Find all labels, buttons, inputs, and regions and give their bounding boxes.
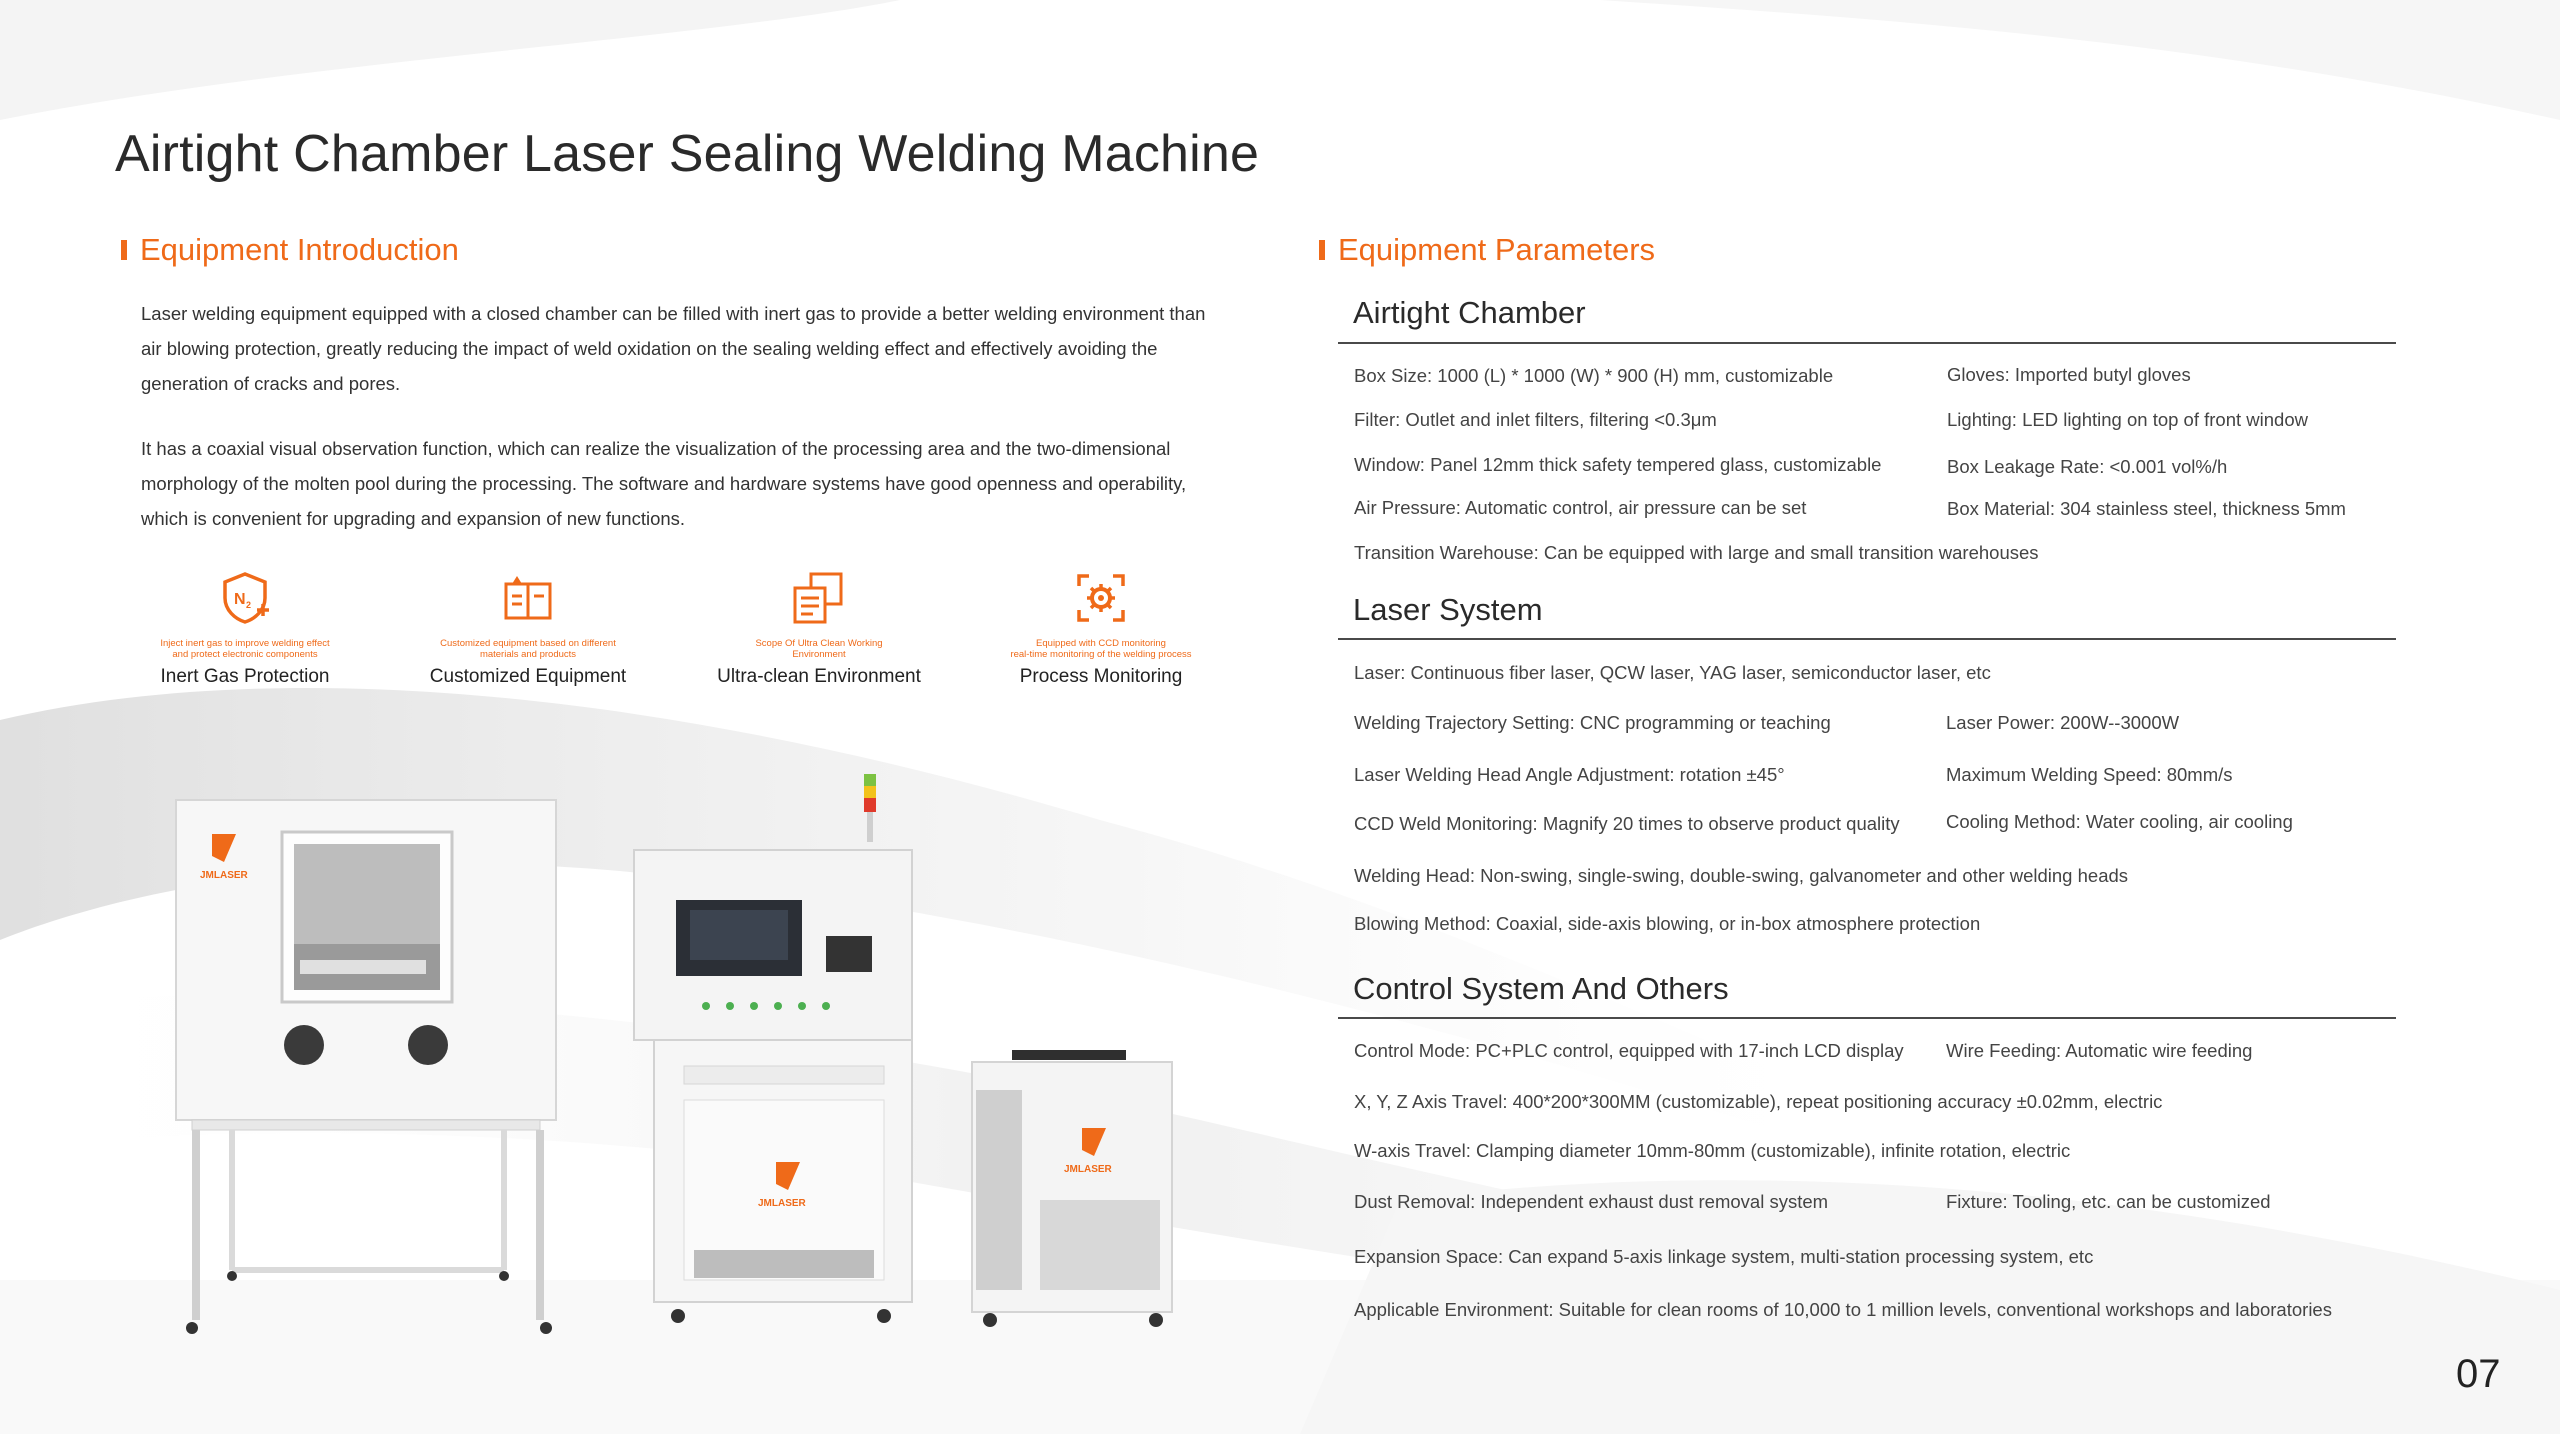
section-rule	[1338, 342, 2396, 344]
clean-environment-icon	[793, 572, 843, 624]
param-item: Wire Feeding: Automatic wire feeding	[1946, 1040, 2253, 1061]
airtight-chamber-machine: JMLASER	[175, 799, 557, 1334]
monitoring-gear-icon	[1077, 574, 1125, 622]
param-item: Expansion Space: Can expand 5-axis linka…	[1354, 1246, 2094, 1267]
param-item: Window: Panel 12mm thick safety tempered…	[1354, 454, 1882, 475]
customized-equipment-icon	[504, 576, 552, 620]
machine-illustration: JMLASER JMLASER	[175, 774, 1173, 1334]
svg-text:2: 2	[246, 600, 251, 610]
param-item: Laser: Continuous fiber laser, QCW laser…	[1354, 662, 1991, 683]
param-item: Welding Head: Non-swing, single-swing, d…	[1354, 865, 2129, 886]
welding-station-machine: JMLASER	[633, 774, 913, 1323]
section-rule	[1338, 638, 2396, 640]
airtight-chamber-title: Airtight Chamber	[1353, 295, 1586, 330]
param-item: Blowing Method: Coaxial, side-axis blowi…	[1354, 913, 1981, 934]
intro-heading: Equipment Introduction	[121, 232, 459, 268]
brand-text: JMLASER	[200, 870, 249, 881]
param-item: Dust Removal: Independent exhaust dust r…	[1354, 1191, 1829, 1212]
feature-label: Ultra-clean Environment	[717, 666, 921, 687]
section-rule	[1338, 1017, 2396, 1019]
laser-system-title: Laser System	[1353, 592, 1543, 627]
heading-bar	[1319, 240, 1325, 260]
intro-line: generation of cracks and pores.	[141, 373, 401, 394]
param-item: Laser Welding Head Angle Adjustment: rot…	[1354, 764, 1785, 785]
brand-text: JMLASER	[1064, 1164, 1113, 1175]
intro-heading-text: Equipment Introduction	[140, 232, 459, 267]
feature-row: N 2 Inject inert gas to improve welding …	[125, 570, 1255, 710]
params-heading: Equipment Parameters	[1319, 232, 1655, 268]
intro-paragraph-2: It has a coaxial visual observation func…	[141, 431, 1261, 536]
intro-line: morphology of the molten pool during the…	[141, 473, 1187, 494]
params-heading-text: Equipment Parameters	[1338, 232, 1656, 267]
feature-label: Inert Gas Protection	[160, 666, 330, 687]
param-item: Fixture: Tooling, etc. can be customized	[1946, 1191, 2271, 1212]
intro-line: air blowing protection, greatly reducing…	[141, 338, 1158, 359]
page-number: 07	[2456, 1352, 2501, 1396]
param-item: Laser Power: 200W--3000W	[1946, 712, 2180, 733]
control-system-title: Control System And Others	[1353, 971, 1729, 1006]
brand-text: JMLASER	[758, 1198, 807, 1209]
feature-desc: Inject inert gas to improve welding effe…	[160, 638, 330, 660]
intro-line: It has a coaxial visual observation func…	[141, 438, 1171, 459]
param-item: Box Material: 304 stainless steel, thick…	[1947, 498, 2346, 519]
param-item: Box Size: 1000 (L) * 1000 (W) * 900 (H) …	[1354, 365, 1834, 386]
feature-label: Customized Equipment	[429, 666, 627, 687]
param-item: Lighting: LED lighting on top of front w…	[1947, 409, 2308, 430]
param-item: Gloves: Imported butyl gloves	[1947, 364, 2191, 385]
param-item: W-axis Travel: Clamping diameter 10mm-80…	[1354, 1140, 2071, 1161]
svg-text:N: N	[234, 591, 246, 608]
param-item: Filter: Outlet and inlet filters, filter…	[1354, 409, 1717, 430]
param-item: Transition Warehouse: Can be equipped wi…	[1354, 542, 2039, 563]
param-item: Welding Trajectory Setting: CNC programm…	[1354, 712, 1831, 733]
intro-paragraph-1: Laser welding equipment equipped with a …	[141, 296, 1261, 401]
brand-logo: JMLASER	[758, 1162, 807, 1209]
param-item: Maximum Welding Speed: 80mm/s	[1946, 764, 2233, 785]
param-item: Cooling Method: Water cooling, air cooli…	[1946, 811, 2293, 832]
brand-logo: JMLASER	[200, 834, 249, 881]
intro-line: Laser welding equipment equipped with a …	[141, 303, 1206, 324]
intro-line: which is convenient for upgrading and ex…	[141, 508, 686, 529]
page-title: Airtight Chamber Laser Sealing Welding M…	[115, 125, 1260, 183]
brand-logo: JMLASER	[1064, 1128, 1113, 1175]
feature-label: Process Monitoring	[1019, 666, 1183, 687]
param-item: CCD Weld Monitoring: Magnify 20 times to…	[1354, 813, 1900, 834]
param-item: Box Leakage Rate: <0.001 vol%/h	[1947, 456, 2228, 477]
param-item: Applicable Environment: Suitable for cle…	[1354, 1299, 2332, 1320]
param-item: Air Pressure: Automatic control, air pre…	[1354, 497, 1807, 518]
param-item: X, Y, Z Axis Travel: 400*200*300MM (cust…	[1354, 1091, 2163, 1112]
param-item: Control Mode: PC+PLC control, equipped w…	[1354, 1040, 1904, 1061]
heading-bar	[121, 240, 127, 260]
n2-shield-icon: N 2	[223, 572, 269, 624]
chiller-unit: JMLASER	[971, 1050, 1173, 1327]
feature-inert-gas: N 2 Inject inert gas to improve welding …	[125, 570, 365, 688]
